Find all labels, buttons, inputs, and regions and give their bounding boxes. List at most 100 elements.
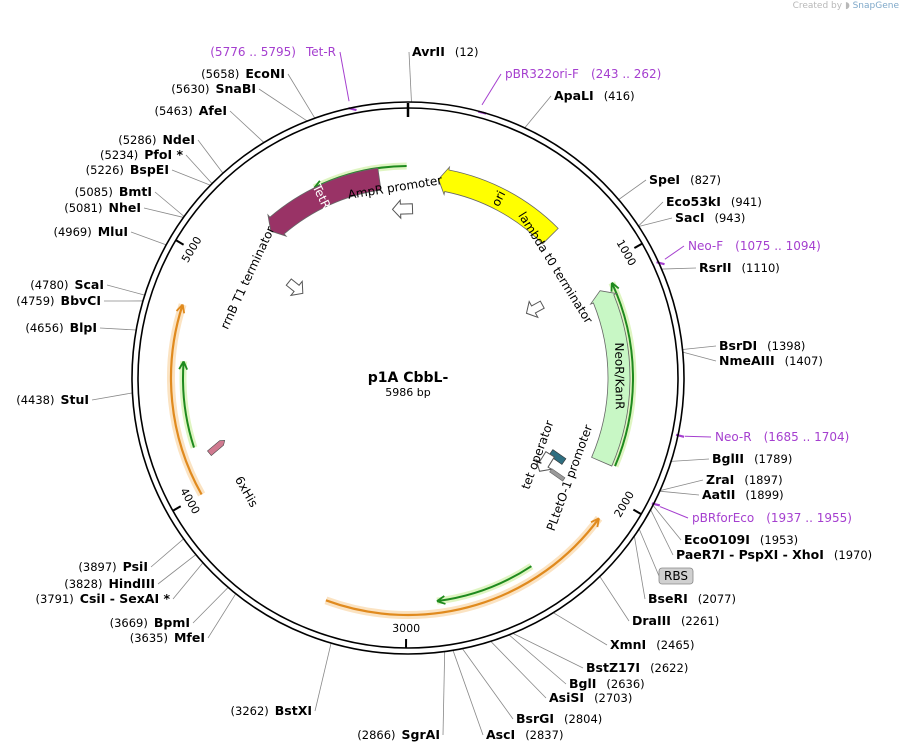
enzyme-name[interactable]: StuI — [60, 392, 89, 407]
orf — [610, 282, 634, 467]
enzyme-name[interactable]: AfeI — [199, 103, 227, 118]
cds-region — [325, 517, 600, 617]
enzyme-name[interactable]: RsrII — [699, 260, 732, 275]
enzyme-position: (4969) — [53, 225, 91, 239]
feature-label-ori: ori — [489, 188, 509, 208]
enzyme-name[interactable]: ZraI — [706, 472, 734, 487]
enzyme-position: (3262) — [231, 704, 269, 718]
enzyme-name[interactable]: BstXI — [275, 703, 312, 718]
enzyme-name[interactable]: SgrAI — [402, 727, 440, 742]
enzyme-position: (1398) — [767, 339, 805, 353]
cds-region-glow — [324, 515, 603, 619]
enzyme-leader — [154, 191, 185, 217]
enzyme-leader — [258, 88, 308, 122]
enzyme-position: (1789) — [754, 452, 792, 466]
enzyme-leader — [99, 327, 137, 331]
enzyme-name[interactable]: NmeAIII — [719, 353, 775, 368]
primer-name[interactable]: Tet-R — [305, 45, 336, 59]
rbs-mark — [549, 468, 566, 482]
enzyme-leader — [650, 509, 674, 556]
enzyme-position: (5286) — [118, 133, 156, 147]
orf — [436, 565, 532, 603]
enzyme-position: (1897) — [744, 473, 782, 487]
enzyme-position: (2622) — [650, 661, 688, 675]
enzyme-position: (2866) — [357, 728, 395, 742]
enzyme-name[interactable]: BlpI — [70, 320, 97, 335]
enzyme-position: (3791) — [36, 592, 74, 606]
promoter-ampr-promoter[interactable] — [391, 198, 414, 220]
enzyme-name[interactable]: NheI — [109, 200, 142, 215]
enzyme-name[interactable]: BsrGI — [516, 711, 554, 726]
enzyme-position: (2837) — [525, 728, 563, 742]
enzyme-name[interactable]: SpeI — [649, 172, 680, 187]
feature-ori[interactable] — [438, 165, 559, 245]
enzyme-name[interactable]: PsiI — [123, 559, 148, 574]
enzyme-name[interactable]: MfeI — [174, 630, 205, 645]
primer-name[interactable]: Neo-F — [688, 239, 723, 253]
enzyme-name[interactable]: BbvCI — [61, 293, 101, 308]
enzyme-name[interactable]: HindIII — [108, 576, 155, 591]
enzyme-name[interactable]: ScaI — [75, 277, 105, 292]
feature-neor-kanr[interactable] — [589, 290, 631, 467]
enzyme-leader — [287, 73, 316, 119]
enzyme-position: (3669) — [110, 616, 148, 630]
orf-arrowhead — [436, 595, 446, 605]
enzyme-name[interactable]: ApaLI — [554, 88, 594, 103]
enzyme-leader — [618, 179, 647, 200]
enzyme-name[interactable]: BseRI — [648, 591, 688, 606]
enzyme-name[interactable]: PaeR7I - PspXI - XhoI — [676, 547, 824, 562]
enzyme-name[interactable]: BglI — [569, 676, 596, 691]
enzyme-name[interactable]: AatII — [702, 487, 735, 502]
enzyme-name[interactable]: MluI — [98, 224, 128, 239]
terminator-lambda-t0-terminator[interactable] — [522, 297, 546, 321]
enzyme-leader — [661, 267, 697, 270]
enzyme-name[interactable]: PfoI * — [144, 147, 183, 162]
enzyme-position: (2077) — [698, 592, 736, 606]
enzyme-name[interactable]: SnaBI — [215, 81, 256, 96]
enzyme-name[interactable]: BstZ17I — [586, 660, 640, 675]
enzyme-name[interactable]: BmtI — [119, 184, 152, 199]
enzyme-position: (5226) — [86, 163, 124, 177]
promoter-plteto-1-promoter[interactable] — [532, 450, 558, 476]
enzyme-name[interactable]: AvrII — [412, 44, 445, 59]
enzyme-name[interactable]: BsrDI — [719, 338, 757, 353]
feature-tet-operator[interactable] — [548, 449, 567, 465]
enzyme-position: (4759) — [16, 294, 54, 308]
enzyme-position: (2465) — [656, 638, 694, 652]
feature-tetr[interactable] — [267, 167, 382, 237]
primer-leader — [481, 73, 502, 106]
enzyme-name[interactable]: EcoO109I — [684, 532, 750, 547]
primer-name[interactable]: pBR322ori-F — [505, 67, 579, 81]
enzyme-leader — [682, 345, 717, 350]
orf-arrowhead — [610, 282, 620, 292]
enzyme-name[interactable]: BpmI — [154, 615, 190, 630]
primer-name[interactable]: pBRforEco — [692, 511, 754, 525]
enzyme-name[interactable]: BglII — [712, 451, 744, 466]
enzyme-position: (5085) — [75, 185, 113, 199]
enzyme-name[interactable]: AscI — [486, 727, 515, 742]
enzyme-leader — [553, 612, 608, 646]
enzyme-name[interactable]: EcoNI — [245, 66, 285, 81]
enzyme-leader — [130, 231, 167, 246]
enzyme-name[interactable]: CsiI - SexAI * — [80, 591, 171, 606]
enzyme-position: (416) — [604, 89, 635, 103]
enzyme-name[interactable]: NdeI — [162, 132, 195, 147]
enzyme-name[interactable]: SacI — [675, 210, 705, 225]
plasmid-name: p1A CbbL- — [368, 370, 449, 386]
primer-name[interactable]: Neo-R — [715, 430, 752, 444]
enzyme-name[interactable]: AsiSI — [549, 690, 584, 705]
enzyme-name[interactable]: BspEI — [130, 162, 169, 177]
enzyme-name[interactable]: DraIII — [632, 613, 671, 628]
enzyme-leader — [192, 587, 229, 624]
enzyme-position: (5463) — [155, 104, 193, 118]
terminator-rrnb-t1-terminator[interactable] — [283, 275, 308, 300]
enzyme-position: (5630) — [171, 82, 209, 96]
enzyme-position: (2703) — [594, 691, 632, 705]
enzyme-position: (2261) — [681, 614, 719, 628]
feature-6xhis[interactable] — [207, 438, 226, 456]
enzyme-leader — [185, 154, 213, 184]
enzyme-name[interactable]: Eco53kI — [666, 194, 721, 209]
feature-name-plteto-1-promoter: PLtetO-1 promoter — [544, 423, 595, 533]
enzyme-name[interactable]: XmnI — [610, 637, 646, 652]
